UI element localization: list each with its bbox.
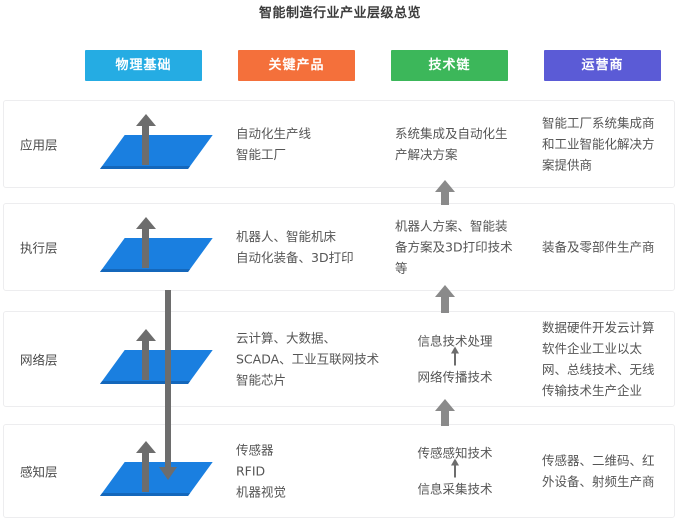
cell-product: 系统集成及自动化生 产解决方案 xyxy=(395,126,508,162)
layer-label: 网络层 xyxy=(20,352,58,368)
layer-label: 应用层 xyxy=(20,137,58,153)
tech-upper-label: 传感感知技术 xyxy=(417,445,493,461)
cell-product: 机器人方案、智能装 备方案及3D打印技术 等 xyxy=(395,218,513,276)
layer-row-network: 网络层 云计算、大数据、 SCADA、工业互联网技术 智能芯片 信息技术处理 网… xyxy=(3,311,675,407)
blue-3d-plane-icon xyxy=(100,114,213,173)
column-header-product: 关键产品 xyxy=(238,50,355,81)
down-arrow-icon xyxy=(159,290,177,480)
up-arrow-icon xyxy=(135,441,156,492)
cell-physical: 机器人、智能机床 自动化装备、3D打印 xyxy=(236,229,354,265)
plane-shape xyxy=(100,462,213,496)
cell-operator: 数据硬件开发云计算 软件企业工业以太 网、总线技术、无线 传输技术生产企业 xyxy=(542,320,655,398)
plane-shape xyxy=(100,238,213,272)
column-header-operator: 运营商 xyxy=(544,50,661,81)
up-arrow-icon xyxy=(451,458,459,478)
row-connector-up-arrow-icon xyxy=(435,285,455,313)
cell-physical: 云计算、大数据、 SCADA、工业互联网技术 智能芯片 xyxy=(236,330,380,388)
layer-row-perception: 感知层 传感器 RFID 机器视觉 传感感知技术 信息采集技术 传感器、二维码、… xyxy=(3,424,675,518)
plane-shape xyxy=(100,135,213,169)
cell-physical: 自动化生产线 智能工厂 xyxy=(236,126,312,162)
row-connector-up-arrow-icon xyxy=(435,399,455,426)
row-connector-up-arrow-icon xyxy=(435,180,455,205)
blue-3d-plane-icon xyxy=(100,441,213,500)
layer-label: 感知层 xyxy=(20,464,58,480)
tech-lower-label: 网络传播技术 xyxy=(417,369,493,385)
up-arrow-icon xyxy=(135,329,156,380)
column-header-bar: 物理基础 关键产品 技术链 运营商 xyxy=(0,50,680,81)
column-header-tech: 技术链 xyxy=(391,50,508,81)
layer-row-application: 应用层 自动化生产线 智能工厂 系统集成及自动化生 产解决方案 智能工厂系统集成… xyxy=(3,100,675,188)
cell-physical: 传感器 RFID 机器视觉 xyxy=(236,442,287,500)
up-arrow-icon xyxy=(135,114,156,165)
blue-3d-plane-icon xyxy=(100,329,213,388)
cell-tech-chain: 信息技术处理 网络传播技术 xyxy=(395,331,515,388)
column-header-physical: 物理基础 xyxy=(85,50,202,81)
plane-shape xyxy=(100,350,213,384)
tech-lower-label: 信息采集技术 xyxy=(417,481,493,497)
cell-operator: 装备及零部件生产商 xyxy=(542,239,655,255)
up-arrow-icon xyxy=(451,346,459,366)
layer-label: 执行层 xyxy=(20,240,58,256)
up-arrow-icon xyxy=(135,217,156,268)
layer-row-execution: 执行层 机器人、智能机床 自动化装备、3D打印 机器人方案、智能装 备方案及3D… xyxy=(3,203,675,291)
cell-tech-chain: 传感感知技术 信息采集技术 xyxy=(395,443,515,500)
cell-operator: 智能工厂系统集成商 和工业智能化解决方 案提供商 xyxy=(542,115,655,173)
tech-upper-label: 信息技术处理 xyxy=(417,333,493,349)
cell-operator: 传感器、二维码、红 外设备、射频生产商 xyxy=(542,453,655,489)
blue-3d-plane-icon xyxy=(100,217,213,276)
page-title: 智能制造行业产业层级总览 xyxy=(258,6,421,21)
